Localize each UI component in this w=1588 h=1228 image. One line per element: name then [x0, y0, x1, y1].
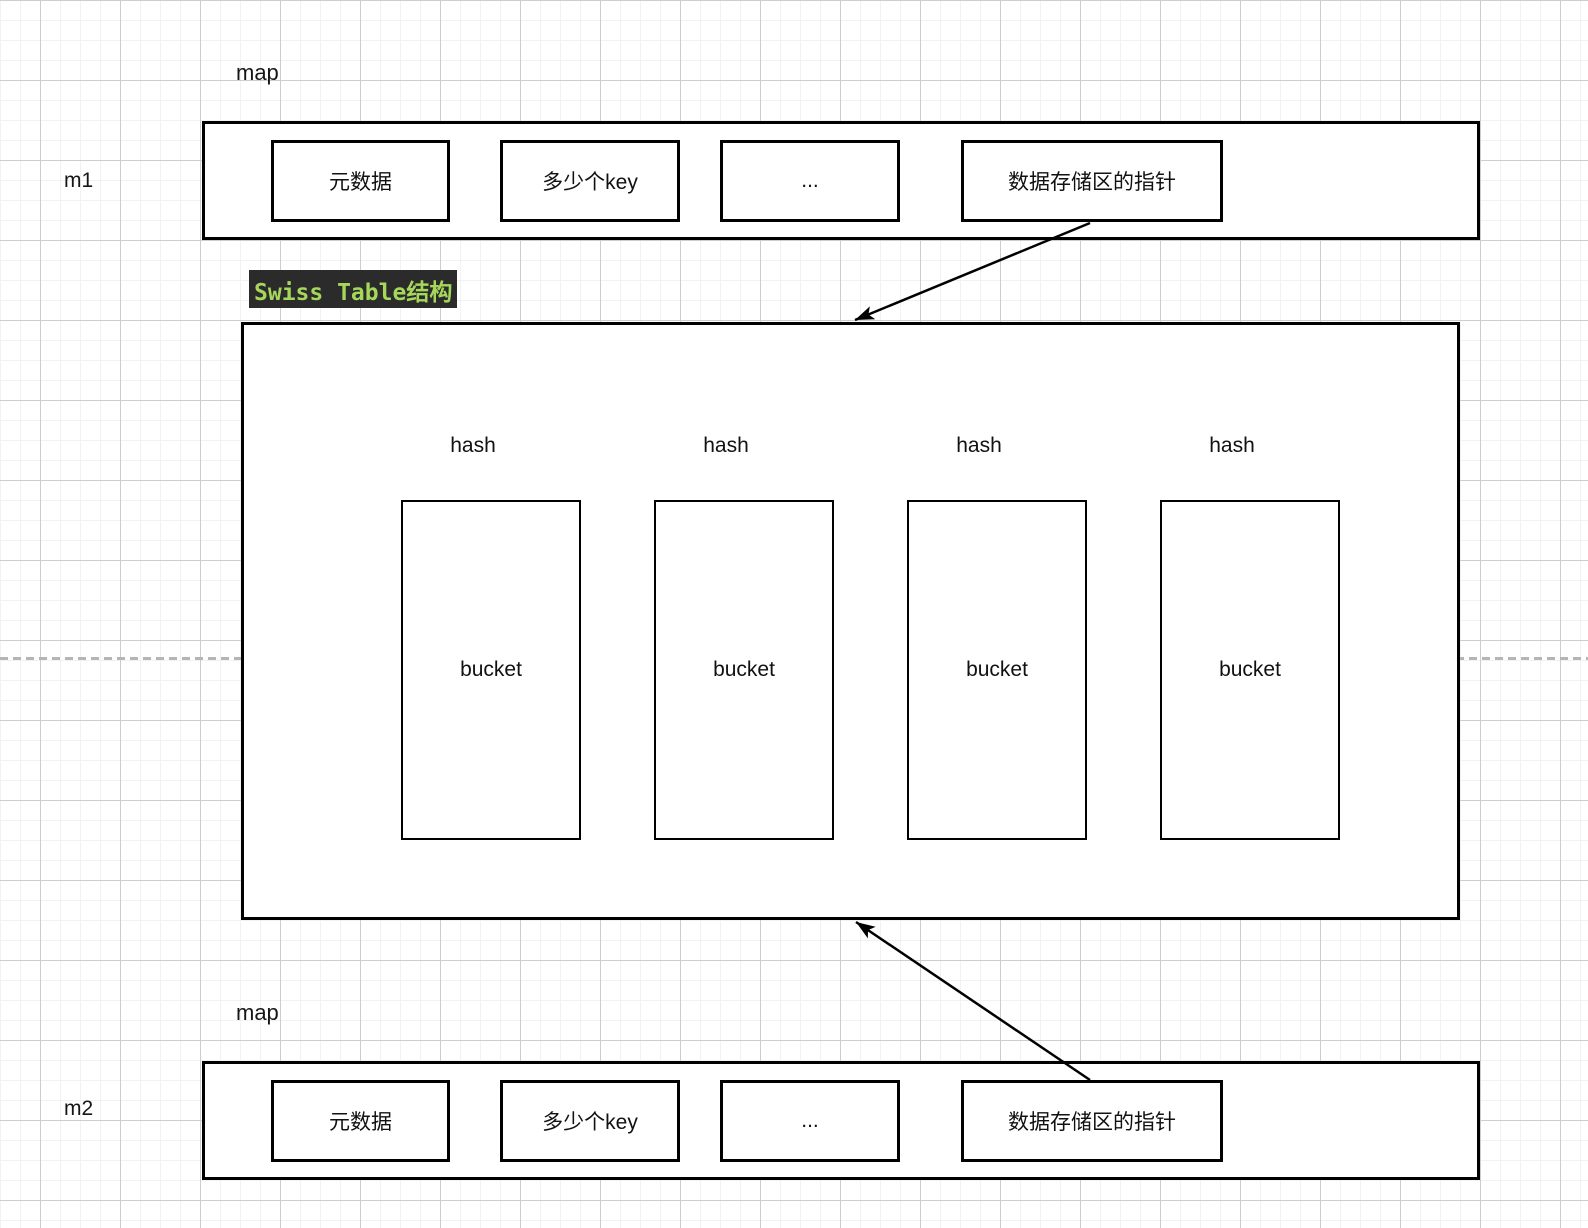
field-ellipsis[interactable]: ...	[720, 140, 900, 222]
hash-label: hash	[956, 434, 1002, 457]
bucket-box[interactable]: bucket	[401, 500, 581, 840]
field-metadata[interactable]: 元数据	[271, 1080, 450, 1162]
field-metadata[interactable]: 元数据	[271, 140, 450, 222]
bucket-box[interactable]: bucket	[1160, 500, 1340, 840]
map-type-label-m2: map	[236, 1000, 279, 1025]
map-var-label-m2: m2	[64, 1097, 94, 1120]
hash-label: hash	[450, 434, 496, 457]
hash-label: hash	[1209, 434, 1255, 457]
hash-label: hash	[703, 434, 749, 457]
map-type-label-m1: map	[236, 60, 279, 85]
field-key-count[interactable]: 多少个key	[500, 140, 680, 222]
pointer-arrow-m2[interactable]	[855, 920, 1091, 1082]
swiss-table-box[interactable]: hash hash hash hash bucket bucket bucket…	[241, 322, 1460, 920]
field-data-area-pointer[interactable]: 数据存储区的指针	[961, 140, 1223, 222]
swiss-table-title-badge[interactable]: Swiss Table结构	[249, 270, 458, 308]
field-key-count[interactable]: 多少个key	[500, 1080, 680, 1162]
map-struct-box-m2[interactable]: 元数据 多少个key ... 数据存储区的指针	[202, 1061, 1480, 1180]
field-data-area-pointer[interactable]: 数据存储区的指针	[961, 1080, 1223, 1162]
field-ellipsis[interactable]: ...	[720, 1080, 900, 1162]
map-var-label-m1: m1	[64, 169, 94, 192]
map-struct-box-m1[interactable]: 元数据 多少个key ... 数据存储区的指针	[202, 121, 1480, 240]
bucket-box[interactable]: bucket	[907, 500, 1087, 840]
bucket-box[interactable]: bucket	[654, 500, 834, 840]
